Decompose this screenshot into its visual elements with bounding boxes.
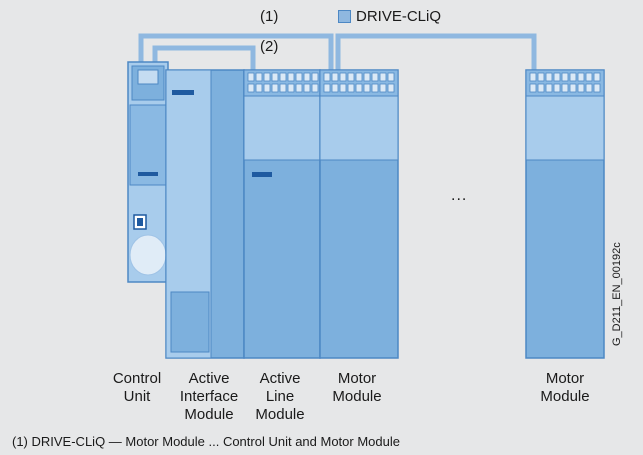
- connector-slot: [339, 72, 347, 82]
- label-line: Motor: [337, 370, 377, 387]
- connector-slot: [355, 83, 363, 93]
- connector-slot: [311, 83, 319, 93]
- drive-cliq-cables: [138, 33, 537, 70]
- connector-slot: [347, 72, 355, 82]
- connector-slot: [553, 72, 561, 82]
- connector-slot: [331, 72, 339, 82]
- connector-slot: [545, 72, 553, 82]
- connector-slot: [379, 72, 387, 82]
- connector-slot: [255, 72, 263, 82]
- connector-row: [529, 72, 601, 93]
- connector-slot: [347, 83, 355, 93]
- label-line: Control: [112, 370, 162, 387]
- connector-slot: [271, 83, 279, 93]
- label-line: Unit: [123, 388, 151, 405]
- cable-label-1: (1): [260, 8, 279, 25]
- connector-slot: [303, 83, 311, 93]
- label-active-interface-module: Active Interface Module: [168, 370, 250, 424]
- connector-slot: [323, 83, 331, 93]
- connector-slot: [279, 72, 287, 82]
- connector-slot: [387, 72, 395, 82]
- footnote: (1) DRIVE-CLiQ — Motor Module ... Contro…: [12, 434, 400, 449]
- connector-slot: [561, 72, 569, 82]
- connector-slot: [371, 72, 379, 82]
- connector-slot: [379, 83, 387, 93]
- label-line: Module: [540, 388, 590, 405]
- connector-slot: [247, 72, 255, 82]
- connector-slot: [331, 83, 339, 93]
- connector-slot: [295, 83, 303, 93]
- motor-module-1: [319, 69, 399, 359]
- connector-slot: [529, 72, 537, 82]
- connector-slot: [279, 83, 287, 93]
- connector-slot: [537, 72, 545, 82]
- label-control-unit: Control Unit: [100, 370, 174, 406]
- connector-slot: [311, 72, 319, 82]
- label-motor-module-2: Motor Module: [526, 370, 604, 406]
- connector-slot: [363, 83, 371, 93]
- connector-slot: [287, 83, 295, 93]
- cable-3: [335, 33, 537, 70]
- label-line: Motor: [545, 370, 585, 387]
- connector-slot: [529, 83, 537, 93]
- connector-slot: [593, 72, 601, 82]
- motor-module-2: [525, 69, 605, 359]
- connector-slot: [553, 83, 561, 93]
- label-motor-module-1: Motor Module: [318, 370, 396, 406]
- cable-label-2: (2): [260, 38, 279, 55]
- connector-slot: [537, 83, 545, 93]
- connector-slot: [387, 83, 395, 93]
- connector-slot: [271, 72, 279, 82]
- connector-slot: [569, 72, 577, 82]
- cable-2: [152, 45, 256, 70]
- connector-slot: [247, 83, 255, 93]
- legend: DRIVE-CLiQ: [338, 8, 441, 25]
- connector-row: [247, 72, 319, 93]
- connector-slot: [287, 72, 295, 82]
- active-interface-module: [165, 69, 245, 359]
- connector-slot: [561, 83, 569, 93]
- connector-row: [323, 72, 395, 93]
- connector-slot: [363, 72, 371, 82]
- connector-slot: [577, 72, 585, 82]
- connector-slot: [323, 72, 331, 82]
- label-line: Module: [332, 388, 382, 405]
- connector-slot: [339, 83, 347, 93]
- label-line: Active: [259, 370, 301, 387]
- connector-slot: [569, 83, 577, 93]
- legend-swatch: [338, 10, 351, 23]
- label-line: Interface: [179, 388, 239, 405]
- connector-slot: [263, 72, 271, 82]
- control-unit: [127, 61, 169, 283]
- connector-slot: [371, 83, 379, 93]
- ellipsis: ...: [451, 187, 468, 204]
- connector-slot: [263, 83, 271, 93]
- legend-label: DRIVE-CLiQ: [356, 8, 442, 25]
- active-line-module: [243, 69, 321, 359]
- label-line: Module: [255, 406, 305, 423]
- label-line: Module: [184, 406, 234, 423]
- connector-slot: [585, 72, 593, 82]
- connector-slot: [295, 72, 303, 82]
- connector-slot: [577, 83, 585, 93]
- connector-slot: [303, 72, 311, 82]
- label-line: Line: [265, 388, 295, 405]
- cable-1: [138, 33, 334, 70]
- connector-slot: [355, 72, 363, 82]
- label-active-line-module: Active Line Module: [244, 370, 316, 424]
- connector-slot: [585, 83, 593, 93]
- label-line: Active: [188, 370, 230, 387]
- document-code: G_D211_EN_00192c: [611, 242, 623, 346]
- connector-slot: [545, 83, 553, 93]
- connector-slot: [593, 83, 601, 93]
- connector-slot: [255, 83, 263, 93]
